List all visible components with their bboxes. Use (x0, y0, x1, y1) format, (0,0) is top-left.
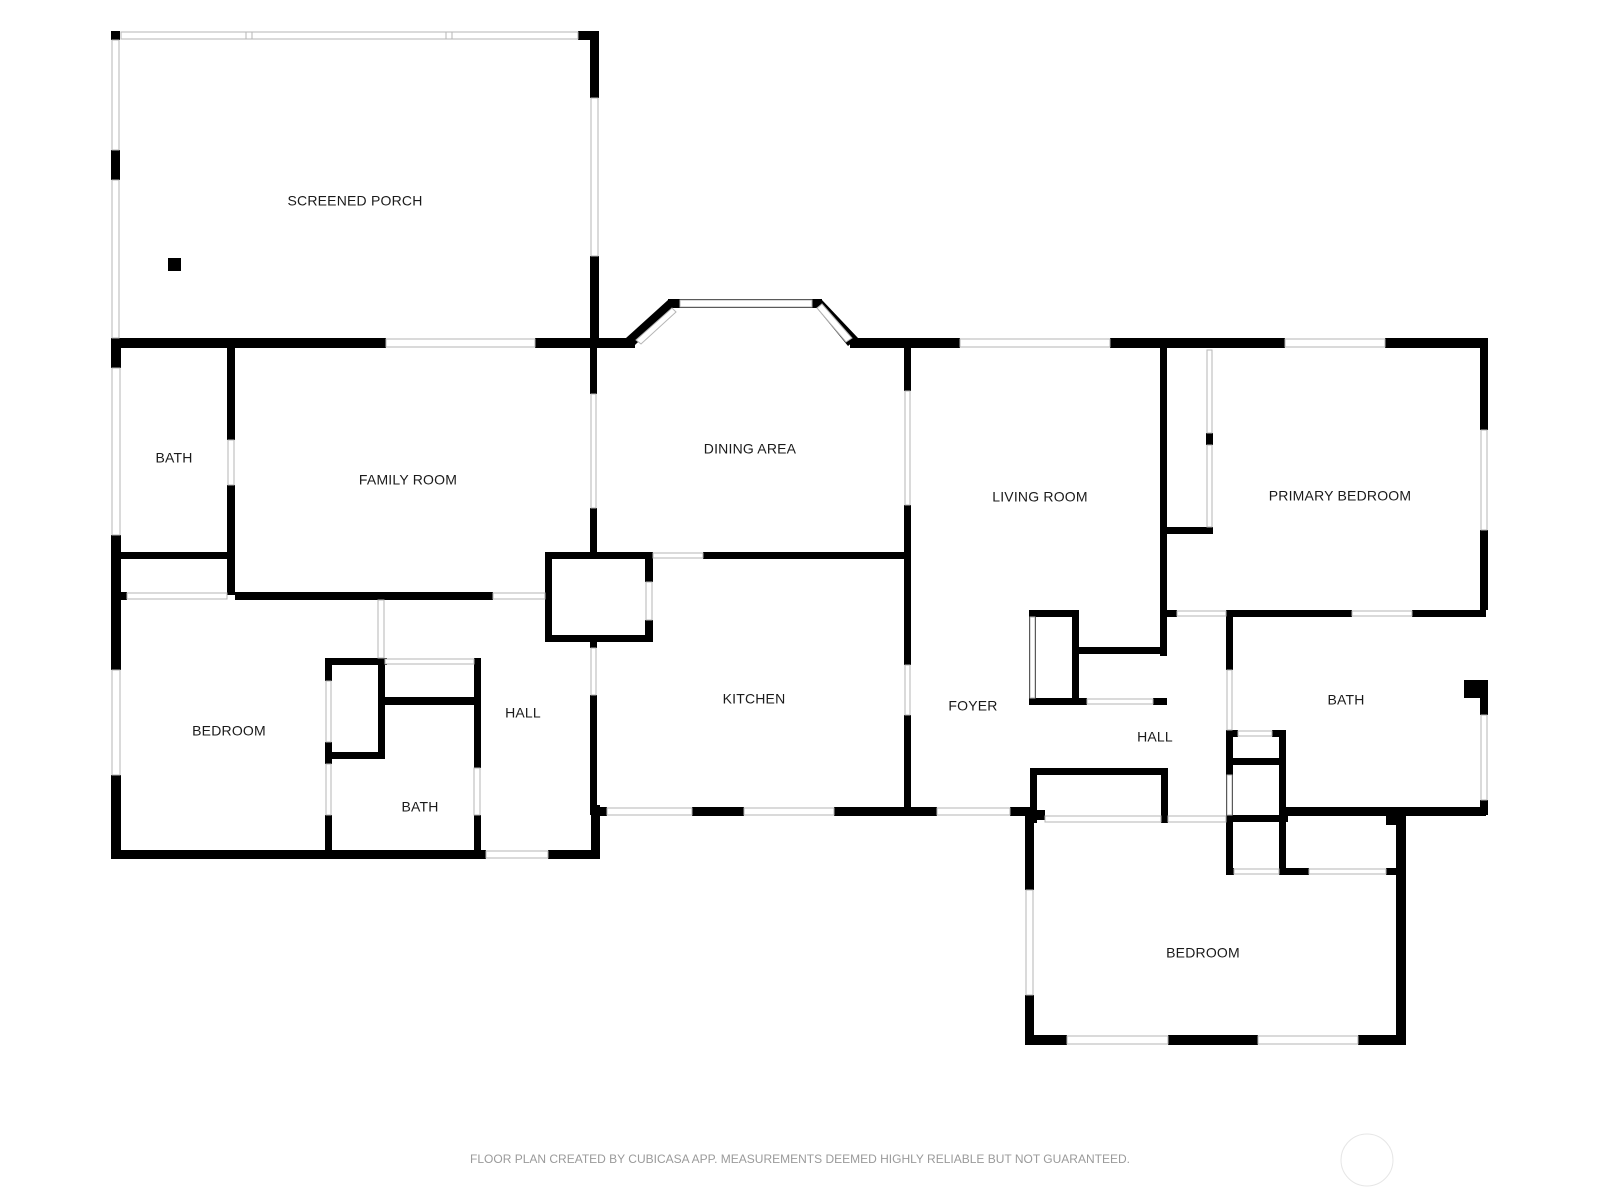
compass-icon (1340, 1133, 1394, 1187)
label-kitchen: KITCHEN (723, 691, 786, 707)
walls (111, 31, 1488, 1045)
windows (111, 31, 1488, 1045)
label-family-room: FAMILY ROOM (359, 472, 457, 488)
label-bath-center: BATH (401, 799, 438, 815)
label-primary-bedroom: PRIMARY BEDROOM (1269, 488, 1412, 504)
label-hall-west: HALL (505, 705, 541, 721)
label-dining-area: DINING AREA (704, 441, 797, 457)
label-foyer: FOYER (948, 698, 997, 714)
label-bedroom-west: BEDROOM (192, 723, 266, 739)
label-hall-east: HALL (1137, 729, 1173, 745)
label-screened-porch: SCREENED PORCH (287, 193, 422, 209)
room-labels: SCREENED PORCH BATH FAMILY ROOM DINING A… (155, 193, 1411, 961)
label-bedroom-east: BEDROOM (1166, 945, 1240, 961)
label-bath-west: BATH (155, 450, 192, 466)
label-living-room: LIVING ROOM (992, 489, 1088, 505)
footer-disclaimer: FLOOR PLAN CREATED BY CUBICASA APP. MEAS… (470, 1152, 1130, 1166)
label-bath-east: BATH (1327, 692, 1364, 708)
